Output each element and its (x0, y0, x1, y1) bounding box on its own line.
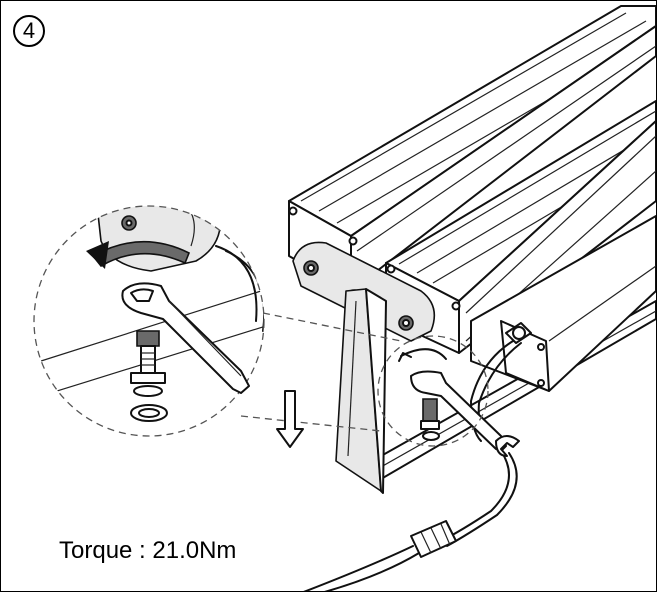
callout-connector (240, 312, 489, 447)
clockwise-rotation-icon (86, 240, 191, 269)
wrench-small (410, 370, 520, 457)
step-number-badge: 4 (13, 15, 45, 47)
torque-caption: Torque : 21.0Nm (59, 537, 237, 564)
rear-fixture (288, 5, 656, 292)
cable-gland (470, 322, 532, 442)
power-cable (303, 450, 518, 591)
step-number: 4 (22, 18, 36, 43)
bolt-small (398, 348, 447, 441)
bolt-icon (130, 330, 166, 397)
wrench-icon (121, 282, 250, 394)
detail-callout (33, 205, 265, 437)
bracket-stand (335, 288, 387, 494)
down-arrow-icon (276, 390, 304, 448)
